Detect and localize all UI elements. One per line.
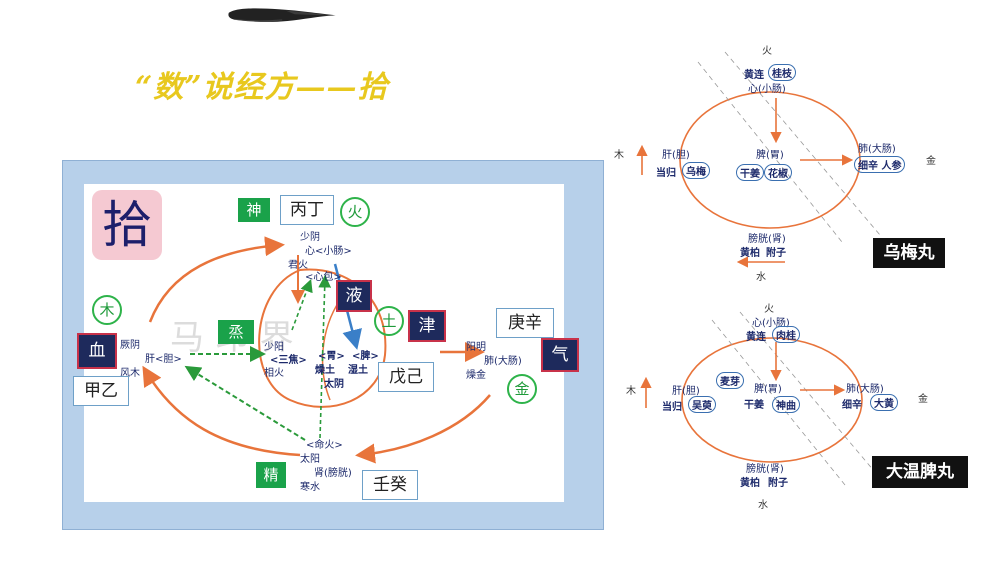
rb-danggui: 当归: [662, 402, 682, 413]
shitu-text: 湿土: [348, 365, 368, 376]
wei-text: <胃>: [318, 351, 345, 362]
jing-box: 精: [256, 462, 286, 488]
rb-shenqu: 神曲: [772, 396, 800, 413]
rb-dahuang: 大黄: [870, 394, 898, 411]
shaoyin-text: 少阴: [300, 232, 320, 243]
rt-huajiao: 花椒: [764, 164, 792, 181]
rt-renshen: 人参: [881, 161, 902, 172]
xue-box: 血: [77, 333, 117, 369]
rt-jin: 金: [926, 156, 936, 167]
rt-gan-dan: 肝(胆): [662, 150, 690, 161]
zheng-box: 烝: [218, 320, 254, 344]
rb-gan-dan: 肝(胆): [672, 386, 700, 397]
xin-xiaochang-text: 心<小肠>: [305, 246, 352, 257]
bing-ding-box: 丙丁: [280, 195, 334, 225]
big-char-shi: 拾: [92, 190, 162, 260]
rb-fei-dachang: 肺(大肠): [846, 384, 884, 395]
mu-circle: 木: [92, 295, 122, 325]
rb-ganjiang: 干姜: [744, 400, 764, 411]
rb-mu: 木: [626, 386, 636, 397]
wu-ji-box: 戊己: [378, 362, 434, 392]
rb-huanglian: 黄连: [746, 332, 766, 343]
junhuo-text: 君火: [288, 260, 308, 271]
rt-xixin-renshen: 细辛 人参: [854, 156, 906, 173]
rt-fei-dachang: 肺(大肠): [858, 144, 896, 155]
jia-yi-box: 甲乙: [73, 376, 129, 406]
xianghuo-text: 相火: [264, 368, 284, 379]
rt-huangbai: 黄柏: [740, 248, 760, 259]
rt-mu: 木: [614, 150, 624, 161]
rb-formula-label: 大温脾丸: [872, 456, 968, 488]
taiyin-text: 太阴: [324, 379, 344, 390]
shen-box: 神: [238, 198, 270, 222]
taiyang-text: 太阳: [300, 454, 320, 465]
fei-dachang-text: 肺(大肠): [484, 356, 522, 367]
jueyin-text: 厥阴: [120, 340, 140, 351]
ye-box: 液: [336, 280, 372, 312]
huo-circle: 火: [340, 197, 370, 227]
rb-huangbai: 黄柏: [740, 478, 760, 489]
zaojin-text: 燥金: [466, 370, 486, 381]
rb-xin-xiaochang: 心(小肠): [752, 318, 790, 329]
yangming-text: 阳明: [466, 342, 486, 353]
rb-pi-wei: 脾(胃): [754, 384, 782, 395]
rt-huo: 火: [762, 46, 772, 57]
tu-circle: 土: [374, 306, 404, 336]
rb-rougui: 肉桂: [772, 326, 800, 343]
qi-box: 气: [541, 338, 579, 372]
shen-pangguang-text: 肾(膀胱): [314, 468, 352, 479]
rt-shui: 水: [756, 272, 766, 283]
banner-title: “数”说经方——拾: [135, 70, 389, 105]
rt-xin-xiaochang: 心(小肠): [748, 84, 786, 95]
xinbao-text: <心包>: [305, 272, 342, 283]
rt-formula-label: 乌梅丸: [873, 238, 945, 268]
gan-dan-text: 肝<胆>: [145, 354, 182, 365]
sanjiao-text: <三焦>: [270, 355, 307, 366]
geng-xin-box: 庚辛: [496, 308, 554, 338]
rb-xixin: 细辛: [842, 400, 862, 411]
rt-fuzi: 附子: [766, 248, 786, 259]
rt-ganjiang: 干姜: [736, 164, 764, 181]
ren-gui-box: 壬癸: [362, 470, 418, 500]
zaotu-text: 燥土: [315, 365, 335, 376]
rb-shui: 水: [758, 500, 768, 511]
jin-circle: 金: [507, 374, 537, 404]
rb-fuzi: 附子: [768, 478, 788, 489]
rb-huo: 火: [764, 304, 774, 315]
rt-guizhi: 桂枝: [768, 64, 796, 81]
rt-wumei: 乌梅: [682, 162, 710, 179]
rt-danggui: 当归: [656, 168, 676, 179]
rt-pangguang-shen: 膀胱(肾): [748, 234, 786, 245]
rt-xixin: 细辛: [858, 161, 878, 172]
shaoyang-text: 少阳: [264, 342, 284, 353]
minghuo-text: <命火>: [306, 440, 343, 451]
fengmu-text: 风木: [120, 368, 140, 379]
rb-maiya: 麦芽: [716, 372, 744, 389]
rb-wuzhuyu: 吴萸: [688, 396, 716, 413]
rb-jin: 金: [918, 394, 928, 405]
hanshui-text: 寒水: [300, 482, 320, 493]
rb-pangguang-shen: 膀胱(肾): [746, 464, 784, 475]
ink-brush-banner: [228, 8, 336, 22]
pi-text: <脾>: [352, 351, 379, 362]
jin-box: 津: [408, 310, 446, 342]
rt-pi-wei: 脾(胃): [756, 150, 784, 161]
rt-huanglian: 黄连: [744, 70, 764, 81]
